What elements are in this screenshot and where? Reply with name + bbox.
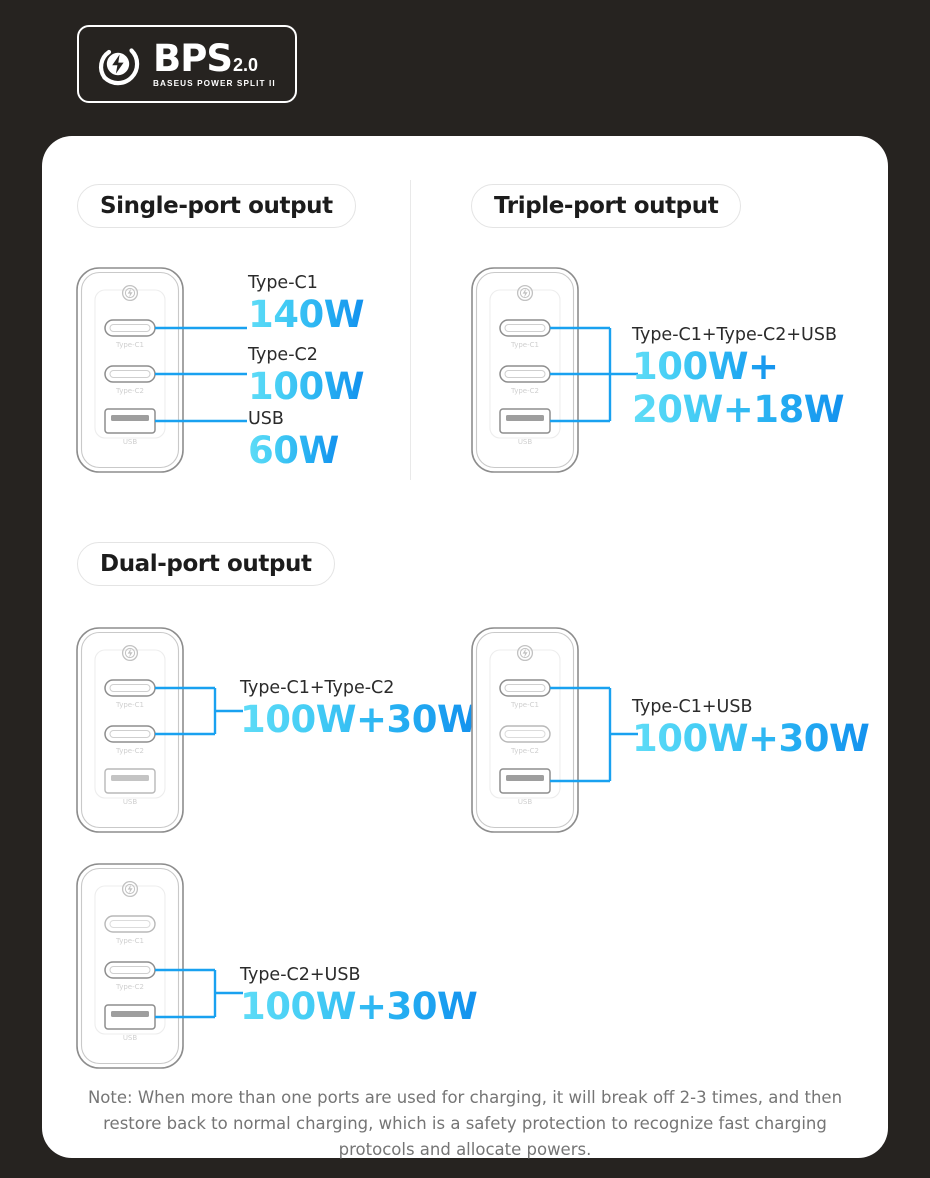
svg-text:Type-C2: Type-C2: [115, 747, 144, 755]
charger-illustration-dual-c1usb: Type-C1 Type-C2 USB: [470, 626, 580, 834]
output-watt-line2: 20W+18W: [632, 387, 845, 431]
charger-badge-icon: [121, 284, 139, 302]
output-row-single-c2: Type-C2 100W: [248, 345, 365, 409]
charger-illustration-single: Type-C1 Type-C2 USB: [75, 266, 185, 474]
charger-badge-icon: [516, 644, 534, 662]
output-label: Type-C1+Type-C2: [240, 678, 395, 698]
svg-text:Type-C1: Type-C1: [115, 701, 144, 709]
charger-illustration-dual-c2usb: Type-C1 Type-C2 USB: [75, 862, 185, 1070]
svg-text:Type-C2: Type-C2: [115, 983, 144, 991]
output-label: Type-C1: [248, 273, 318, 293]
logo-title: BPS: [153, 36, 233, 80]
svg-text:Type-C2: Type-C2: [115, 387, 144, 395]
output-watt: 100W: [248, 365, 365, 409]
output-label: Type-C1+USB: [632, 697, 753, 717]
output-watt-line1: 100W+: [632, 345, 779, 389]
logo-subtitle: BASEUS POWER SPLIT II: [153, 78, 276, 88]
output-watt: 60W: [248, 429, 339, 473]
svg-text:Type-C2: Type-C2: [510, 387, 539, 395]
output-label: USB: [248, 409, 284, 429]
output-watt: 140W: [248, 293, 365, 337]
output-row-dual-c1usb: Type-C1+USB 100W+30W: [632, 697, 870, 761]
output-watt: 100W+30W: [240, 698, 478, 742]
svg-text:Type-C1: Type-C1: [510, 701, 539, 709]
output-row-triple: Type-C1+Type-C2+USB 100W+ 20W+18W: [632, 325, 845, 431]
column-divider: [410, 180, 411, 480]
section-title-single-port: Single-port output: [77, 184, 356, 228]
output-row-single-usb: USB 60W: [248, 409, 339, 472]
bolt-in-circle-icon: [93, 39, 143, 89]
bps-logo-text: BPS 2.0 BASEUS POWER SPLIT II: [153, 40, 276, 88]
output-row-dual-c1c2: Type-C1+Type-C2 100W+30W: [240, 678, 478, 742]
bps-logo-badge: BPS 2.0 BASEUS POWER SPLIT II: [77, 25, 297, 103]
svg-text:Type-C1: Type-C1: [510, 341, 539, 349]
output-label: Type-C1+Type-C2+USB: [632, 325, 837, 345]
output-label: Type-C2+USB: [240, 965, 361, 985]
charger-illustration-dual-c1c2: Type-C1 Type-C2 USB: [75, 626, 185, 834]
logo-version: 2.0: [232, 54, 258, 75]
footnote-text: Note: When more than one ports are used …: [87, 1088, 843, 1159]
svg-text:USB: USB: [123, 438, 138, 446]
svg-text:USB: USB: [123, 798, 138, 806]
output-watt: 100W+30W: [632, 717, 870, 761]
svg-text:USB: USB: [123, 1034, 138, 1042]
output-row-single-c1: Type-C1 140W: [248, 273, 365, 337]
output-watt: 100W+30W: [240, 985, 478, 1029]
svg-text:USB: USB: [518, 438, 533, 446]
section-title-dual-port: Dual-port output: [77, 542, 335, 586]
charger-badge-icon: [516, 284, 534, 302]
section-title-triple-port: Triple-port output: [471, 184, 742, 228]
charger-illustration-triple: Type-C1 Type-C2 USB: [470, 266, 580, 474]
output-row-dual-c2usb: Type-C2+USB 100W+30W: [240, 965, 478, 1029]
output-label: Type-C2: [248, 345, 318, 365]
svg-text:Type-C1: Type-C1: [115, 937, 144, 945]
charger-badge-icon: [121, 880, 139, 898]
svg-text:USB: USB: [518, 798, 533, 806]
charger-badge-icon: [121, 644, 139, 662]
svg-text:Type-C2: Type-C2: [510, 747, 539, 755]
svg-text:Type-C1: Type-C1: [115, 341, 144, 349]
